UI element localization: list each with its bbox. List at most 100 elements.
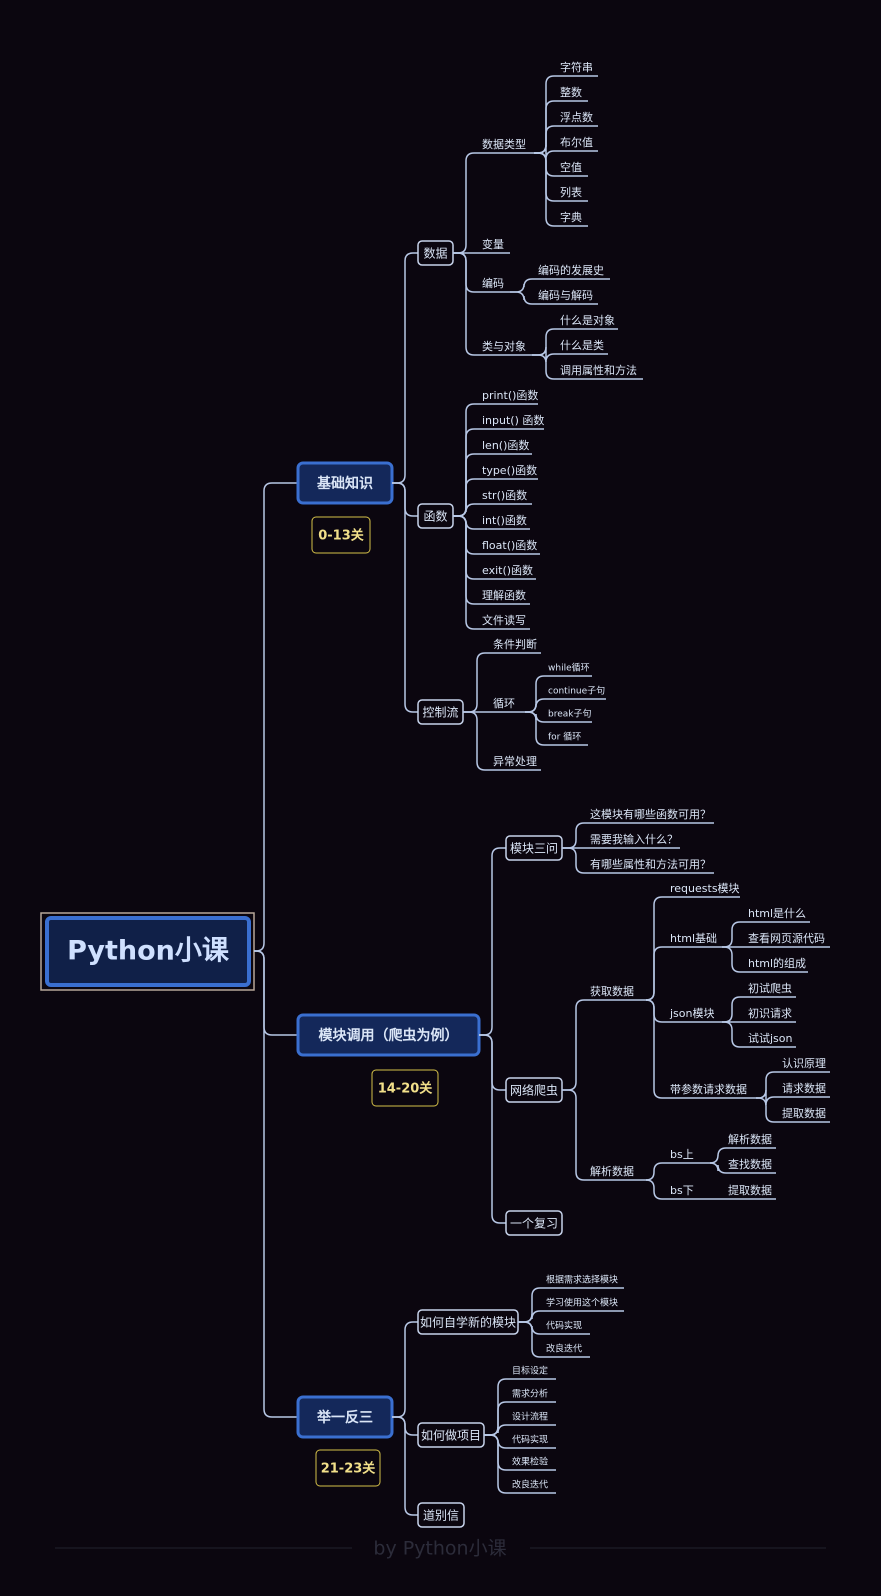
- leaf-func-4: str()函数: [482, 489, 527, 502]
- leaf-html-2: html的组成: [748, 956, 806, 970]
- leaf-s0-0-3: 类与对象: [482, 339, 526, 353]
- leaf-loop-3: for 循环: [548, 731, 581, 743]
- node-s2-2-box[interactable]: [417, 1502, 465, 1528]
- node-s0-1: 函数: [423, 509, 447, 524]
- leaf-s0-0-2: 编码: [482, 276, 504, 290]
- connector-line: [518, 1321, 546, 1358]
- connector-line: [254, 950, 298, 1418]
- connector-line: [756, 1097, 782, 1123]
- connector-line: [463, 652, 493, 713]
- connector-line: [479, 1034, 506, 1224]
- leaf-type-1: 整数: [560, 85, 582, 99]
- leaf-proj-1: 需求分析: [512, 1388, 548, 1400]
- leaf-proj-4: 效果检验: [512, 1456, 548, 1468]
- node-s2-1: 如何做项目: [421, 1428, 481, 1443]
- connector-line: [756, 1089, 782, 1106]
- connector-line: [645, 999, 670, 1023]
- connector-line: [484, 1434, 512, 1494]
- leaf-fetch-0: requests模块: [670, 882, 740, 895]
- connector-line: [510, 291, 538, 305]
- leaf-type-6: 字典: [560, 210, 582, 224]
- leaf-q-1: 需要我输入什么？: [590, 832, 678, 846]
- connector-line: [453, 503, 482, 517]
- leaf-json-2: 试试json: [748, 1032, 793, 1045]
- leaf-type-3: 布尔值: [560, 136, 593, 149]
- node-s0-0: 数据: [423, 246, 447, 261]
- section-0: 基础知识: [317, 475, 373, 492]
- connector-line: [453, 252, 482, 293]
- leaf-html-1: 查看网页源代码: [748, 931, 825, 945]
- connector-line: [562, 1089, 590, 1181]
- leaf-func-2: len()函数: [482, 439, 529, 452]
- connector-line: [534, 152, 560, 227]
- connector-line: [645, 946, 670, 1001]
- connector-line: [534, 75, 560, 154]
- leaf-fetch-1: html基础: [670, 932, 717, 945]
- leaf-loop-2: break子句: [548, 708, 591, 720]
- node-s2-0: 如何自学新的模块: [420, 1315, 516, 1330]
- node-s0-2: 控制流: [422, 706, 458, 720]
- connector-line: [722, 1021, 748, 1048]
- node-s1-2-box[interactable]: [505, 1210, 563, 1236]
- leaf-type-2: 浮点数: [560, 111, 593, 124]
- connector-line: [453, 252, 482, 356]
- connector-line: [709, 1162, 728, 1174]
- leaf-func-5: int()函数: [482, 514, 527, 527]
- node-s1-1: 网络爬虫: [510, 1083, 558, 1098]
- section-1: 模块调用（爬虫为例）: [319, 1027, 459, 1044]
- connector-line: [722, 996, 748, 1023]
- connector-line: [645, 999, 670, 1099]
- connector-line: [453, 515, 482, 630]
- connector-line: [392, 1416, 418, 1516]
- leaf-q-2: 有哪些属性和方法可用？: [590, 857, 711, 871]
- leaf-type-0: 字符串: [560, 60, 593, 74]
- leaf-enc-0: 编码的发展史: [538, 263, 604, 277]
- connector-line: [645, 1179, 670, 1200]
- leaf-type-5: 列表: [560, 185, 582, 199]
- connector-line: [453, 515, 482, 555]
- connector-line: [722, 946, 748, 973]
- connector-line: [534, 152, 560, 202]
- connector-line: [453, 515, 482, 530]
- leaf-proj-0: 目标设定: [512, 1365, 548, 1377]
- connector-line: [453, 428, 482, 517]
- connector-line: [709, 1147, 728, 1164]
- connector-line: [453, 152, 482, 254]
- connector-line: [254, 482, 298, 952]
- leaf-class-2: 调用属性和方法: [560, 363, 637, 377]
- section-1-badge-box: [371, 1069, 439, 1107]
- leaf-html-0: html是什么: [748, 907, 806, 920]
- section-0-badge: 0-13关: [318, 528, 364, 544]
- leaf-q-0: 这模块有哪些函数可用？: [590, 807, 711, 821]
- leaf-bsdown-0: 提取数据: [728, 1183, 772, 1197]
- connector-line: [453, 478, 482, 517]
- leaf-bsup-0: 解析数据: [728, 1132, 772, 1146]
- leaf-bsup-1: 查找数据: [728, 1157, 772, 1171]
- connector-line: [534, 100, 560, 154]
- connector-line: [722, 921, 748, 948]
- leaf-fetch-3: 带参数请求数据: [670, 1082, 747, 1096]
- leaf-learn-2: 代码实现: [546, 1320, 582, 1332]
- leaf-fetch-2: json模块: [669, 1007, 715, 1020]
- section-0-badge-box: [311, 516, 371, 554]
- connector-line: [645, 1162, 670, 1181]
- leaf-loop-0: while循环: [548, 662, 590, 674]
- leaf-func-7: exit()函数: [482, 564, 533, 577]
- connector-line: [463, 711, 493, 771]
- section-2-badge: 21-23关: [321, 1461, 376, 1477]
- connector-line: [510, 278, 538, 293]
- root-node-box[interactable]: [45, 916, 251, 987]
- connector-line: [392, 1321, 418, 1418]
- connector-line: [392, 482, 418, 713]
- leaf-class-1: 什么是类: [560, 338, 604, 352]
- leaf-func-1: input() 函数: [482, 414, 544, 427]
- leaf-func-3: type()函数: [482, 464, 537, 477]
- connector-line: [562, 999, 590, 1091]
- leaf-loop-1: continue子句: [548, 685, 605, 697]
- node-s1-0: 模块三问: [510, 842, 558, 856]
- leaf-func-0: print()函数: [482, 389, 538, 402]
- leaf-cf-0: 条件判断: [493, 637, 537, 651]
- leaf-type-4: 空值: [560, 160, 582, 174]
- leaf-crawl-1: 解析数据: [590, 1164, 634, 1178]
- connector-line: [254, 950, 298, 1036]
